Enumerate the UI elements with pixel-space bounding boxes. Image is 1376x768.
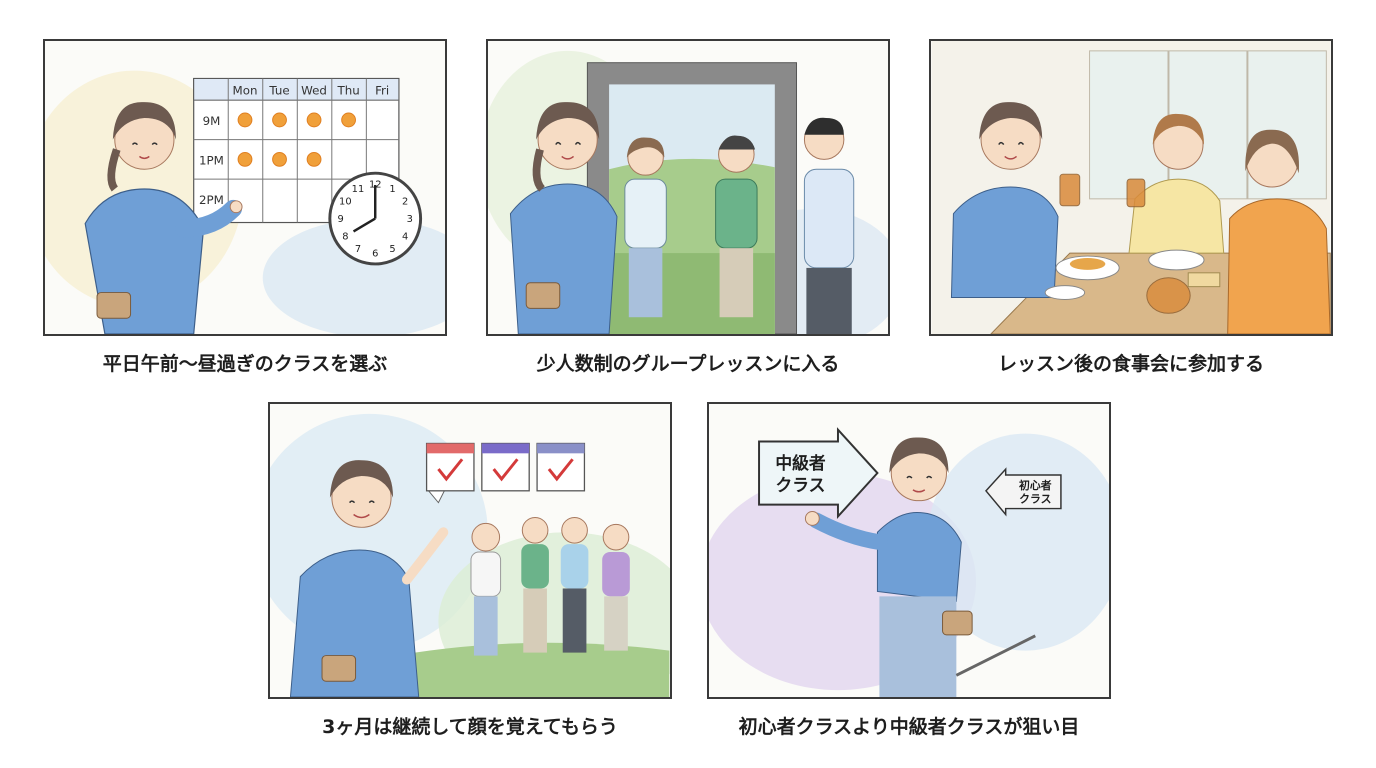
panel-intermediate: 中級者 クラス 初心者 クラス — [707, 402, 1111, 699]
day-label: Mon — [233, 83, 258, 97]
clock-number: 5 — [389, 244, 395, 255]
group-figures — [470, 516, 630, 656]
day-label: Fri — [375, 83, 389, 97]
intermediate-illustration: 中級者 クラス 初心者 クラス — [709, 427, 1109, 697]
student-figure — [715, 135, 758, 318]
sign-text: 初心者 — [1019, 478, 1052, 492]
sun-icon — [237, 112, 356, 167]
panel-dinner — [929, 39, 1333, 336]
dinner-illustration — [931, 41, 1331, 334]
clock-number: 4 — [402, 231, 408, 242]
clock-number: 10 — [339, 197, 352, 208]
clock-number: 2 — [402, 197, 408, 208]
woman-figure — [84, 102, 243, 334]
sign-text: 中級者 — [775, 453, 826, 473]
clock-number: 8 — [342, 231, 348, 242]
panel-continue — [268, 402, 672, 699]
food-plate — [1148, 249, 1205, 271]
panel-group-lesson — [486, 39, 890, 336]
clock-number: 3 — [407, 214, 413, 225]
panel-caption: 3ヶ月は継続して顔を覚えてもらう — [322, 716, 618, 738]
iced-tea-glass — [1126, 178, 1146, 208]
panel-caption: 少人数制のグループレッスンに入る — [536, 353, 840, 375]
golf-club-icon — [955, 634, 1036, 677]
intermediate-class-sign: 中級者 クラス — [758, 427, 879, 520]
calendar-icon — [536, 442, 586, 492]
time-label: 9M — [203, 114, 221, 128]
continue-illustration — [270, 413, 670, 697]
beginner-class-sign: 初心者 クラス — [984, 467, 1062, 517]
day-label: Thu — [336, 83, 359, 97]
teacup-icon — [1044, 285, 1086, 300]
panel-caption: レッスン後の食事会に参加する — [997, 353, 1264, 375]
calendar-icon — [425, 442, 475, 504]
panel-caption: 平日午前〜昼過ぎのクラスを選ぶ — [102, 353, 388, 375]
student-figure — [624, 137, 667, 318]
clock-number: 9 — [338, 214, 344, 225]
day-label: Wed — [301, 83, 327, 97]
group-lesson-illustration — [488, 50, 888, 334]
woman-figure — [950, 102, 1059, 298]
calendar-icon — [481, 442, 530, 492]
clock-number: 11 — [352, 184, 365, 195]
time-label: 1PM — [199, 153, 224, 167]
teapot-icon — [1146, 277, 1191, 314]
woman-figure — [509, 102, 618, 334]
friend-figure — [1227, 129, 1331, 334]
iced-tea-glass — [1059, 173, 1081, 207]
clock-number: 1 — [389, 184, 395, 195]
day-label: Tue — [268, 83, 289, 97]
clock-number: 7 — [355, 244, 361, 255]
clock-number: 12 — [369, 180, 382, 191]
schedule-illustration: Mon Tue Wed Thu Fri 9M 1PM 2PM 12 12 3 4567… — [45, 70, 445, 334]
sign-text: クラス — [1019, 493, 1051, 506]
panel-caption: 初心者クラスより中級者クラスが狙い目 — [738, 716, 1080, 738]
time-label: 2PM — [199, 193, 224, 207]
instructor-figure — [803, 117, 855, 334]
woman-figure — [289, 460, 449, 697]
clock-number: 6 — [372, 249, 378, 260]
friend-figure — [1128, 113, 1225, 254]
sign-text: クラス — [775, 475, 825, 495]
woman-figure — [804, 437, 1036, 697]
